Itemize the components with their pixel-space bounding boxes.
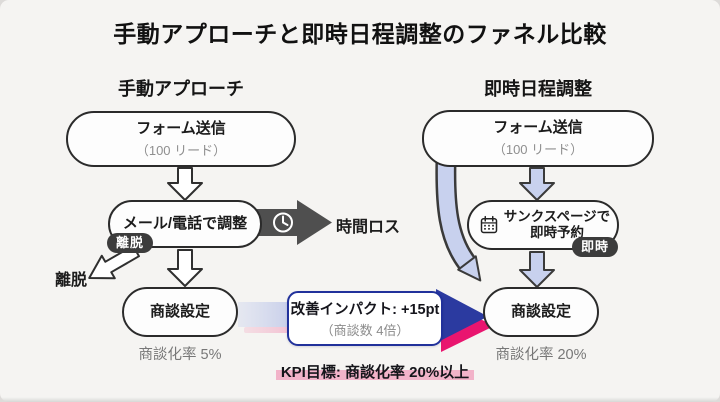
- clock-icon: [273, 212, 293, 233]
- instant-column-header: 即時日程調整: [484, 79, 592, 99]
- manual-step-meeting: 商談設定: [122, 287, 238, 337]
- instant-step-booking-line1: サンクスページで: [503, 208, 611, 224]
- instant-step-booking-line2: 即時予約: [529, 225, 584, 240]
- time-loss-arrow: [250, 200, 332, 245]
- kpi-target: KPI目標: 商談化率 20%以上: [252, 361, 498, 382]
- manual-step-form-title: フォーム送信: [136, 119, 226, 137]
- manual-step-adjust: メール/電話で調整: [108, 200, 262, 248]
- impact-box: 改善インパクト: +15pt （商談数 4倍）: [287, 291, 443, 346]
- time-loss-label: 時間ロス: [336, 219, 401, 236]
- manual-step-form-subtitle: （100 リード）: [135, 142, 227, 158]
- instant-bypass-arrow: [435, 158, 482, 282]
- instant-arrow-form-to-booking: [519, 167, 555, 201]
- manual-arrow-adjust-to-meeting: [167, 249, 203, 287]
- instant-conversion-rate: 商談化率 20%: [495, 347, 587, 363]
- instant-step-meeting-title: 商談設定: [510, 303, 571, 320]
- manual-arrow-form-to-adjust: [167, 167, 203, 201]
- slide-title: 手動アプローチと即時日程調整のファネル比較: [113, 21, 607, 47]
- manual-step-adjust-title: メール/電話で調整: [122, 215, 248, 232]
- kpi-target-label: KPI目標: 商談化率 20%以上: [275, 364, 475, 381]
- instant-arrow-booking-to-meeting: [519, 251, 555, 288]
- instant-step-form-subtitle: （100 リード）: [492, 142, 584, 157]
- instant-step-form: フォーム送信 （100 リード）: [422, 110, 654, 167]
- instant-badge: 即時: [572, 237, 619, 258]
- manual-conversion-rate: 商談化率 5%: [138, 347, 222, 363]
- instant-step-meeting: 商談設定: [483, 287, 599, 337]
- dropout-label: 離脱: [55, 272, 88, 289]
- impact-title: 改善インパクト: +15pt: [290, 302, 440, 318]
- dropout-badge: 離脱: [107, 233, 154, 254]
- manual-column-header: 手動アプローチ: [118, 79, 244, 99]
- instant-step-form-title: フォーム送信: [493, 119, 583, 136]
- manual-step-meeting-title: 商談設定: [149, 303, 210, 320]
- impact-subtitle: （商談数 4倍）: [320, 323, 410, 338]
- manual-step-form: フォーム送信 （100 リード）: [66, 111, 296, 167]
- calendar-icon: [480, 215, 498, 234]
